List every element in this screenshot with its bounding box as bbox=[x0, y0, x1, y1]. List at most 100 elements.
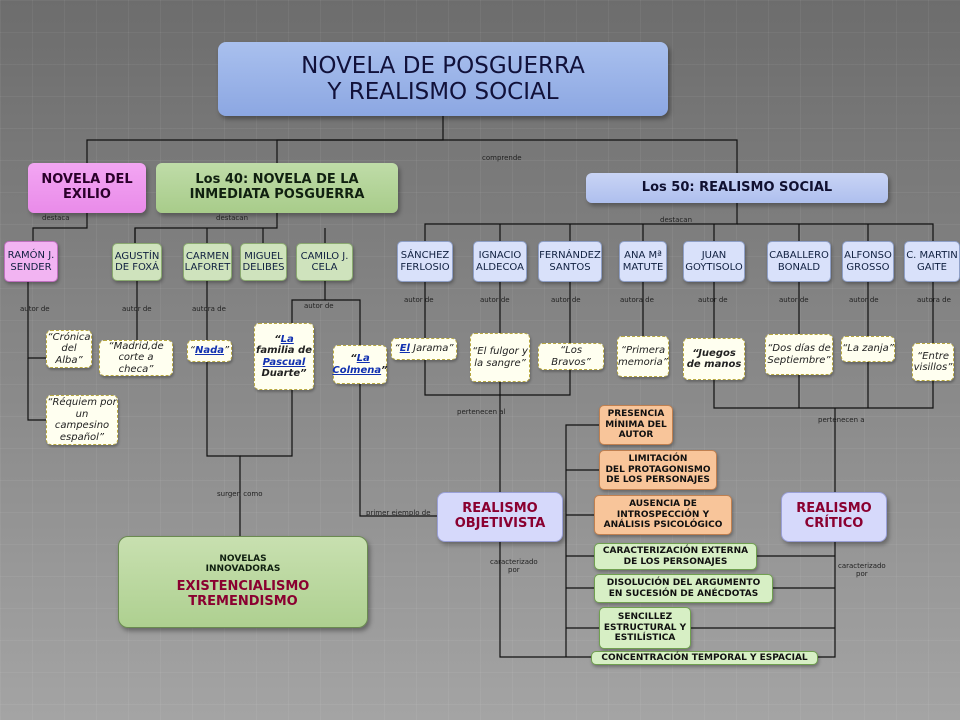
label-caracterizado-1-line2: por bbox=[508, 566, 520, 574]
author-sender-line2: SENDER bbox=[10, 261, 52, 273]
category-exilio-line2: EXILIO bbox=[63, 187, 111, 202]
work-colmena-open-quote: “ bbox=[350, 353, 357, 364]
author-aldecoa-line2: ALDECOA bbox=[476, 261, 524, 273]
feature-4-line1: DISOLUCIÓN DEL ARGUMENTO bbox=[606, 578, 761, 589]
work-pascual-duarte: “La familia de Pascual Duarte” bbox=[254, 323, 314, 390]
author-santos-line2: SANTOS bbox=[549, 261, 591, 273]
work-colmena-link-1[interactable]: La bbox=[356, 353, 370, 364]
category-exilio: NOVELA DEL EXILIO bbox=[28, 163, 146, 213]
work-pascual-line2: familia de bbox=[256, 345, 312, 356]
author-ferlosio-line1: SÁNCHEZ bbox=[400, 250, 450, 261]
feature-concentracion: CONCENTRACIÓN TEMPORAL Y ESPACIAL bbox=[591, 651, 818, 665]
work-bravos: “Los Bravos” bbox=[538, 343, 604, 370]
author-ferlosio-line2: FERLOSIO bbox=[400, 261, 450, 273]
author-cela: CAMILO J.CELA bbox=[296, 243, 353, 281]
realismo-objetivista-line1: REALISMO bbox=[462, 501, 538, 517]
work-requiem-line3: español” bbox=[59, 431, 105, 443]
work-jarama-open-quote: “ bbox=[394, 343, 400, 355]
label-primer-ejemplo: primer ejemplo de bbox=[366, 509, 431, 517]
work-madrid-line2: corte a checa” bbox=[118, 352, 154, 375]
label-autor-bonald: autor de bbox=[779, 296, 809, 304]
existencialismo-main1: EXISTENCIALISMO bbox=[176, 579, 310, 595]
feature-3-line2: DE LOS PERSONAJES bbox=[623, 556, 728, 567]
work-jarama-link[interactable]: El bbox=[399, 343, 410, 355]
label-autor-foxa: autor de bbox=[122, 305, 152, 313]
author-bonald-line2: BONALD bbox=[777, 261, 821, 273]
existencialismo-sub1: NOVELAS bbox=[219, 553, 267, 564]
work-colmena: “La Colmena” bbox=[332, 345, 388, 384]
label-pertenecen-a: pertenecen a bbox=[818, 416, 865, 424]
author-sender: RAMÓN J.SENDER bbox=[4, 241, 58, 282]
label-destacan-50: destacan bbox=[660, 216, 693, 224]
author-grosso-line1: ALFONSO bbox=[844, 250, 892, 261]
label-caracterizado-1-line1: caracterizado bbox=[490, 558, 538, 566]
work-jarama-rest: Jarama” bbox=[409, 343, 454, 355]
work-jarama: “El Jarama” bbox=[391, 338, 457, 360]
label-caracterizado-2-line1: caracterizado bbox=[838, 562, 886, 570]
feature-2-line3: ANÁLISIS PSICOLÓGICO bbox=[603, 520, 723, 531]
label-autora-laforet: autora de bbox=[192, 305, 226, 313]
feature-3-line1: CARACTERIZACIÓN EXTERNA bbox=[602, 546, 749, 557]
work-memoria-line1: “Primera bbox=[620, 345, 666, 356]
work-visillos-line1: “Entre bbox=[916, 350, 950, 362]
category-exilio-line1: NOVELA DEL bbox=[41, 172, 133, 188]
author-delibes-line1: MIGUEL bbox=[244, 250, 283, 262]
author-bonald-line1: CABALLERO bbox=[769, 250, 829, 261]
work-pascual-link-1[interactable]: La bbox=[280, 333, 294, 345]
existencialismo-box: NOVELAS INNOVADORAS EXISTENCIALISMO TREM… bbox=[118, 536, 368, 628]
author-foxa-line1: AGUSTÍN bbox=[114, 250, 160, 262]
realismo-critico-line2: CRÍTICO bbox=[804, 516, 864, 531]
work-nada-link[interactable]: Nada bbox=[194, 345, 225, 357]
realismo-critico-line1: REALISMO bbox=[796, 501, 872, 517]
work-colmena-close-quote: ” bbox=[381, 364, 388, 376]
label-caracterizado-2-line2: por bbox=[856, 570, 868, 578]
work-requiem-line2: un campesino bbox=[54, 408, 110, 432]
label-autor-goytisolo: autor de bbox=[698, 296, 728, 304]
label-autora-gaite: autora de bbox=[917, 296, 951, 304]
work-septiembre-line1: “Dos días de bbox=[767, 343, 831, 354]
category-cuarenta-line1: Los 40: NOVELA DE LA bbox=[195, 172, 359, 188]
feature-0-line2: MÍNIMA DEL bbox=[605, 419, 667, 430]
author-aldecoa-line1: IGNACIO bbox=[478, 250, 522, 261]
work-nada-close-quote: ” bbox=[224, 345, 230, 357]
author-laforet-line1: CARMEN bbox=[185, 250, 230, 262]
main-title: NOVELA DE POSGUERRA Y REALISMO SOCIAL bbox=[218, 42, 668, 116]
feature-4-line2: EN SUCESIÓN DE ANÉCDOTAS bbox=[608, 588, 759, 599]
feature-2-line2: INTROSPECCIÓN Y bbox=[616, 509, 710, 520]
feature-5-line3: ESTILÍSTICA bbox=[614, 633, 676, 644]
work-pascual-link-2[interactable]: Pascual bbox=[262, 356, 306, 368]
feature-0-line1: PRESENCIA bbox=[607, 409, 665, 420]
label-autor-aldecoa: autor de bbox=[480, 296, 510, 304]
label-autor-santos: autor de bbox=[551, 296, 581, 304]
work-cronica-line1: “Crónica bbox=[47, 331, 91, 343]
category-cuarenta-line2: INMEDIATA POSGUERRA bbox=[189, 187, 365, 202]
work-fulgor-line1: “El fulgor y bbox=[472, 346, 528, 357]
author-delibes-line2: DELIBES bbox=[242, 262, 285, 273]
work-septiembre-line2: Septiembre” bbox=[767, 354, 831, 366]
author-santos-line1: FERNÁNDEZ bbox=[539, 250, 601, 261]
main-title-line1: NOVELA DE POSGUERRA bbox=[301, 52, 585, 79]
author-goytisolo-line1: JUAN bbox=[701, 250, 727, 261]
main-title-line2: Y REALISMO SOCIAL bbox=[327, 79, 559, 105]
work-zanja: “La zanja” bbox=[841, 336, 895, 362]
author-laforet-line2: LAFORET bbox=[184, 262, 231, 273]
work-colmena-link-2[interactable]: Colmena bbox=[332, 364, 382, 376]
label-autor-sender: autor de bbox=[20, 305, 50, 313]
author-matute-line1: ANA Mª bbox=[624, 250, 662, 261]
author-cela-line1: CAMILO J. bbox=[300, 250, 349, 262]
